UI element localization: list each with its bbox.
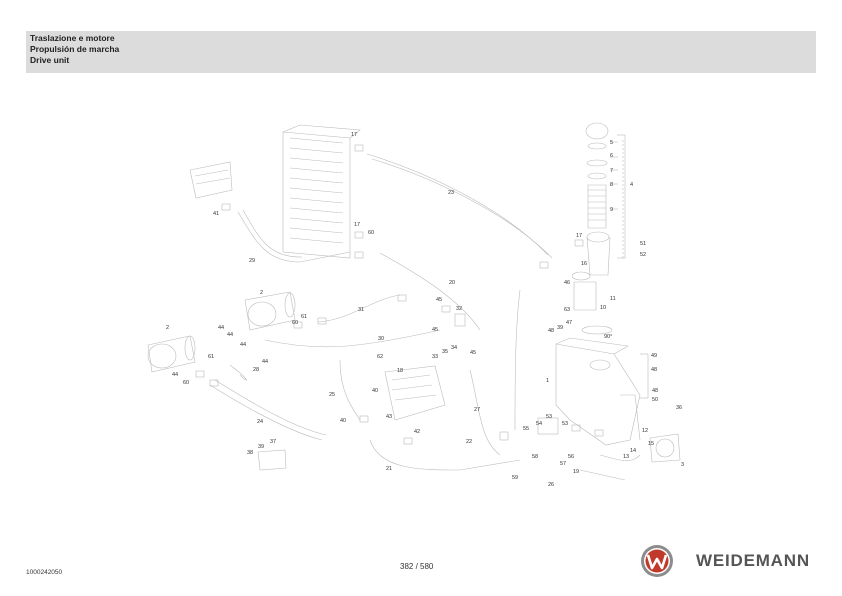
document-number: 1000242050 bbox=[26, 569, 63, 576]
leader-lines bbox=[610, 134, 649, 399]
callout-48: 48 bbox=[652, 388, 658, 394]
callout-90-degree: 90° bbox=[604, 334, 612, 340]
callout-46: 46 bbox=[564, 280, 570, 286]
callout-50: 50 bbox=[652, 397, 658, 403]
title-spanish: Propulsión de marcha bbox=[30, 44, 120, 54]
callout-5: 5 bbox=[610, 140, 613, 146]
callout-7: 7 bbox=[610, 168, 613, 174]
callout-45: 45 bbox=[436, 297, 442, 303]
callout-60: 60 bbox=[183, 380, 189, 386]
callout-14: 14 bbox=[630, 448, 636, 454]
callout-63: 63 bbox=[564, 307, 570, 313]
callout-45: 45 bbox=[470, 350, 476, 356]
tank-drawing bbox=[555, 337, 641, 446]
callout-16: 16 bbox=[581, 261, 587, 267]
callout-47: 47 bbox=[566, 320, 572, 326]
callout-62: 62 bbox=[377, 354, 383, 360]
callout-33: 33 bbox=[432, 354, 438, 360]
callout-29: 29 bbox=[249, 258, 255, 264]
callout-56: 56 bbox=[568, 454, 574, 460]
weidemann-logo-icon bbox=[641, 545, 673, 577]
callout-22: 22 bbox=[466, 439, 472, 445]
callout-17: 17 bbox=[354, 222, 360, 228]
callout-21: 21 bbox=[386, 466, 392, 472]
callout-43: 43 bbox=[386, 414, 392, 420]
callout-60: 60 bbox=[292, 320, 298, 326]
callout-15: 15 bbox=[648, 441, 654, 447]
callout-54: 54 bbox=[536, 421, 542, 427]
callout-1: 1 bbox=[546, 378, 549, 384]
callout-27: 27 bbox=[474, 407, 480, 413]
callout-44: 44 bbox=[240, 342, 246, 348]
callout-3: 3 bbox=[681, 462, 684, 468]
callout-11: 11 bbox=[610, 296, 616, 302]
callout-6: 6 bbox=[610, 153, 613, 159]
callout-61: 61 bbox=[301, 314, 307, 320]
callout-57: 57 bbox=[560, 461, 566, 467]
brand-name: WEIDEMANN bbox=[696, 551, 810, 570]
callout-48: 48 bbox=[651, 367, 657, 373]
callout-28: 28 bbox=[253, 367, 259, 373]
callout-9: 9 bbox=[610, 207, 613, 213]
callout-44: 44 bbox=[227, 332, 233, 338]
callout-4: 4 bbox=[630, 182, 633, 188]
diagram-drawing bbox=[147, 122, 681, 481]
callout-39: 39 bbox=[557, 325, 563, 331]
callout-13: 13 bbox=[623, 454, 629, 460]
callout-58: 58 bbox=[532, 454, 538, 460]
callout-61: 61 bbox=[208, 354, 214, 360]
callout-41: 41 bbox=[213, 211, 219, 217]
part-callouts: 17 5 6 7 8 9 4 23 41 17 60 17 51 52 16 2… bbox=[166, 132, 684, 488]
callout-18: 18 bbox=[397, 368, 403, 374]
callout-37: 37 bbox=[270, 439, 276, 445]
callout-44: 44 bbox=[172, 372, 178, 378]
callout-31: 31 bbox=[358, 307, 364, 313]
callout-40: 40 bbox=[372, 388, 378, 394]
callout-53: 53 bbox=[562, 421, 568, 427]
page-header: Traslazione e motore Propulsión de march… bbox=[26, 31, 816, 73]
callout-10: 10 bbox=[600, 305, 606, 311]
callout-2: 2 bbox=[260, 290, 263, 296]
callout-39: 39 bbox=[258, 444, 264, 450]
fittings-drawing bbox=[195, 144, 604, 445]
callout-55: 55 bbox=[523, 426, 529, 432]
radiator-drawing bbox=[282, 124, 361, 259]
callout-20: 20 bbox=[449, 280, 455, 286]
hoses-drawing bbox=[209, 153, 641, 481]
page-number: 382 / 580 bbox=[400, 562, 434, 571]
callout-35: 35 bbox=[442, 349, 448, 355]
callout-38: 38 bbox=[247, 450, 253, 456]
callout-44: 44 bbox=[262, 359, 268, 365]
callout-52: 52 bbox=[640, 252, 646, 258]
callout-40: 40 bbox=[340, 418, 346, 424]
callout-49: 49 bbox=[651, 353, 657, 359]
callout-30: 30 bbox=[378, 336, 384, 342]
callout-2: 2 bbox=[166, 325, 169, 331]
callout-23: 23 bbox=[448, 190, 454, 196]
pump-drawings bbox=[147, 161, 681, 471]
callout-48: 48 bbox=[548, 328, 554, 334]
callout-8: 8 bbox=[610, 182, 613, 188]
callout-12: 12 bbox=[642, 428, 648, 434]
callout-44: 44 bbox=[218, 325, 224, 331]
callout-60: 60 bbox=[368, 230, 374, 236]
callout-17: 17 bbox=[351, 132, 357, 138]
callout-32: 32 bbox=[456, 306, 462, 312]
callout-19: 19 bbox=[573, 469, 579, 475]
callout-59: 59 bbox=[512, 475, 518, 481]
title-italian: Traslazione e motore bbox=[30, 33, 115, 43]
callout-53: 53 bbox=[546, 414, 552, 420]
callout-24: 24 bbox=[257, 419, 263, 425]
title-english: Drive unit bbox=[30, 55, 70, 65]
filter-stack-drawing bbox=[571, 122, 624, 335]
callout-26: 26 bbox=[548, 482, 554, 488]
callout-42: 42 bbox=[414, 429, 420, 435]
callout-51: 51 bbox=[640, 241, 646, 247]
callout-17: 17 bbox=[576, 233, 582, 239]
callout-34: 34 bbox=[451, 345, 457, 351]
callout-36: 36 bbox=[676, 405, 682, 411]
callout-25: 25 bbox=[329, 392, 335, 398]
callout-45: 45 bbox=[432, 327, 438, 333]
